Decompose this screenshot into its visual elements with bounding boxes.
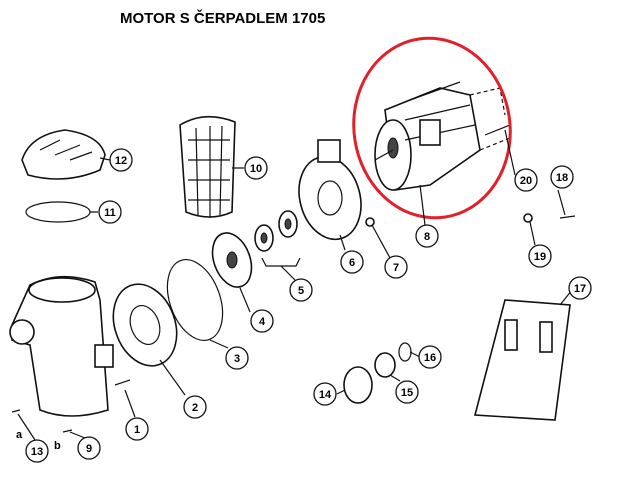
part-label-circle [313,382,337,406]
part-label: 5 [298,285,304,297]
part-label: 11 [104,207,116,219]
part-label: 7 [393,262,399,274]
part-union [343,342,412,404]
part-motor [374,81,511,191]
part-label-circle [98,200,122,224]
part-label: 15 [401,387,413,399]
part-label-circle [183,395,207,419]
part-label-circle [418,345,442,369]
part-label-circle [384,255,408,279]
part-label: 12 [115,155,127,167]
part-label-circle [415,224,439,248]
part-label: 19 [534,251,546,263]
part-label-circle [225,346,249,370]
part-diffuser [112,283,178,367]
part-label-circle [340,250,364,274]
part-label-circle [244,156,268,180]
part-nut [365,217,375,227]
part-screws [11,379,131,433]
part-label: 9 [86,443,92,455]
part-label-circle [514,168,538,192]
letter-b: b [54,440,61,452]
part-label: 1 [134,424,140,436]
part-seals [254,210,301,281]
part-label: 18 [556,172,568,184]
part-label-circle [395,380,419,404]
part-label-circle [568,276,592,300]
part-label-circle [250,309,274,333]
part-label: 10 [250,163,262,175]
part-labels: 12 11 10 6 7 8 20 18 19 17 5 4 3 2 1 16 15 14 9 13 [25,148,592,463]
part-basket [179,115,236,218]
part-label-circle [77,436,101,460]
part-label: 13 [31,446,43,458]
highlight-circle-motor [352,36,512,220]
part-label: 20 [520,175,532,187]
part-base-plate [473,299,571,421]
part-label: 4 [259,316,266,328]
part-label: 14 [319,389,332,401]
diagram-title: MOTOR S ČERPADLEM 1705 [120,10,326,27]
part-o-ring-lid [25,201,91,223]
part-gasket [166,259,224,341]
part-label: 16 [424,352,436,364]
part-label-circle [528,244,552,268]
part-label-circle [289,278,313,302]
part-label: 6 [349,257,355,269]
part-screw [559,215,576,219]
part-label: 3 [234,353,240,365]
part-label-circle [25,439,49,463]
letter-a: a [16,429,23,441]
part-washer [523,213,533,223]
part-label-circle [109,148,133,172]
part-pump-housing [9,275,114,417]
part-impeller [211,232,253,288]
part-label: 17 [574,283,586,295]
part-label-circle [125,417,149,441]
part-lid [21,129,106,180]
part-label-circle [550,165,574,189]
part-label: 2 [192,402,198,414]
part-label: 8 [424,231,430,243]
